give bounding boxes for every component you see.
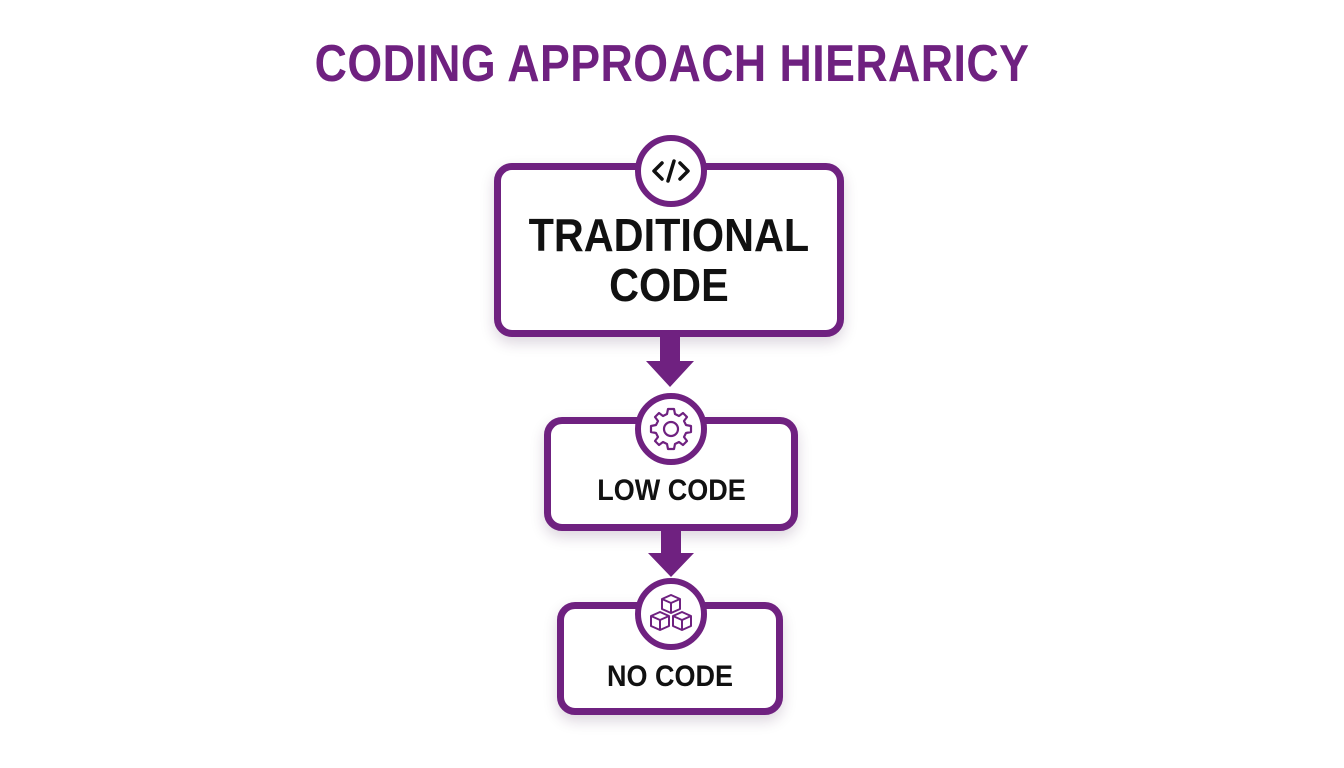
no-code-label: NO CODE (606, 660, 733, 693)
traditional-code-label-line-1: TRADITIONAL (528, 209, 810, 261)
traditional-code-label-line-2: CODE (609, 259, 729, 311)
code-brackets-icon (635, 135, 707, 207)
low-code-label: LOW CODE (596, 474, 746, 507)
traditional-code-label: TRADITIONAL CODE (529, 210, 810, 310)
down-arrow-icon (648, 531, 694, 577)
cubes-icon (635, 578, 707, 650)
down-arrow-icon (646, 337, 694, 387)
page-title: CODING APPROACH HIERARICY (314, 35, 1030, 93)
gear-icon (635, 393, 707, 465)
